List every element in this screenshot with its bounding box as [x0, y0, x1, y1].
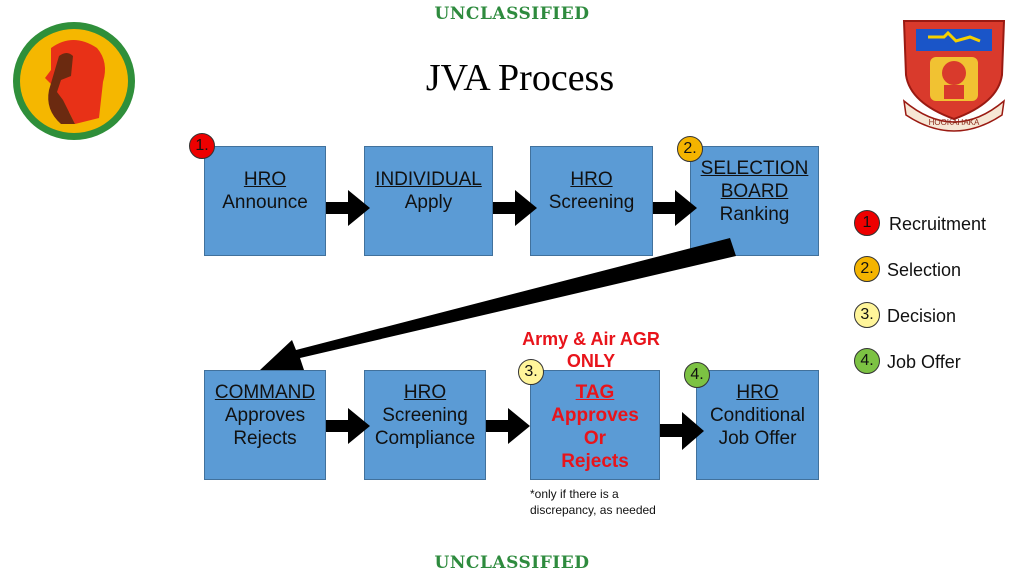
- tag-box: TAG Approves Or Rejects: [530, 370, 660, 480]
- box-header: INDIVIDUAL: [375, 169, 482, 190]
- arrow-top-3: [653, 190, 697, 226]
- legend-label-decision: Decision: [887, 306, 957, 326]
- box-text: Conditional: [709, 405, 806, 426]
- command-box: COMMAND Approves Rejects: [204, 370, 326, 480]
- hro-screening-compliance-box: HRO Screening Compliance: [364, 370, 486, 480]
- arrow-bottom-2: [486, 408, 530, 444]
- arrow-top-2: [493, 190, 537, 226]
- legend-badge-4: 4.: [854, 348, 880, 374]
- box-header: HRO: [736, 382, 779, 403]
- agr-note-line1: Army & Air AGR: [522, 329, 660, 349]
- box-text: Announce: [222, 192, 308, 213]
- hro-screening-box: HRO Screening: [530, 146, 653, 256]
- footnote-line2: discrepancy, as needed: [530, 503, 656, 517]
- legend-badge-2: 2.: [854, 256, 880, 282]
- box-text-2: Or: [583, 428, 607, 449]
- box-text: Approves: [224, 405, 306, 426]
- arrow-top-1: [326, 190, 370, 226]
- box-text: Screening: [548, 192, 635, 213]
- arrow-diagonal: [260, 238, 736, 370]
- classification-top: UNCLASSIFIED: [434, 4, 590, 24]
- arrow-bottom-3: [660, 412, 704, 450]
- agr-note-line2: ONLY: [566, 351, 616, 371]
- box-header: HRO: [570, 169, 613, 190]
- box-text-2: Rejects: [233, 428, 297, 449]
- box-text: Apply: [404, 192, 453, 213]
- step-badge-4: 4.: [684, 362, 710, 388]
- legend-label-job-offer: Job Offer: [887, 352, 961, 372]
- classification-bottom: UNCLASSIFIED: [434, 553, 590, 573]
- box-header: HRO: [243, 169, 287, 190]
- selection-board-box: SELECTION BOARD Ranking: [690, 146, 819, 256]
- agr-only-note: Army & Air AGR ONLY: [505, 328, 677, 372]
- box-header: SELECTION: [700, 158, 809, 179]
- legend-badge-1: 1: [854, 210, 880, 236]
- hro-conditional-box: HRO Conditional Job Offer: [696, 370, 819, 480]
- box-text-2: Compliance: [374, 428, 476, 449]
- box-text: Ranking: [719, 204, 790, 225]
- box-text: Approves: [551, 405, 639, 426]
- legend-label-recruitment: Recruitment: [889, 214, 987, 234]
- box-header: COMMAND: [214, 382, 316, 403]
- individual-apply-box: INDIVIDUAL Apply: [364, 146, 493, 256]
- step-badge-1: 1.: [189, 133, 215, 159]
- step-badge-3: 3.: [518, 359, 544, 385]
- box-text: Screening: [382, 405, 468, 426]
- page-title: JVA Process: [425, 57, 615, 99]
- legend-label-selection: Selection: [887, 260, 962, 280]
- box-text-3: Rejects: [561, 451, 629, 472]
- legend-badge-3: 3.: [854, 302, 880, 328]
- box-header-line2: BOARD: [720, 181, 789, 202]
- box-header: HRO: [403, 382, 447, 403]
- step-badge-2: 2.: [677, 136, 703, 162]
- hookahaka-crest-icon: HOOKAHAKA: [898, 15, 1010, 140]
- helmet-patch-logo-icon: [11, 20, 137, 147]
- svg-text:HOOKAHAKA: HOOKAHAKA: [929, 118, 980, 127]
- discrepancy-footnote: *only if there is a discrepancy, as need…: [530, 486, 656, 518]
- arrow-bottom-1: [326, 408, 370, 444]
- box-text-2: Job Offer: [718, 428, 797, 449]
- hro-announce-box: HRO Announce: [204, 146, 326, 256]
- box-header: TAG: [575, 382, 615, 403]
- footnote-line1: *only if there is a: [530, 487, 619, 501]
